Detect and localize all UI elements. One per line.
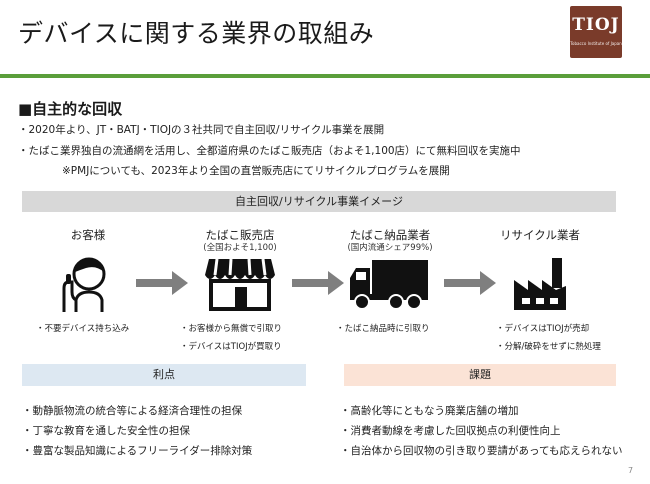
page-number: 7 <box>628 466 634 475</box>
flow-subtitle-delivery: (国内流通シェア99%) <box>347 243 433 253</box>
bullet-3-note: ※PMJについても、2023年より全国の直営販売店にてリサイクルプログラムを展開 <box>62 165 450 177</box>
bullet-1: ・2020年より、JT・BATJ・TIOJの３社共同で自主回収/リサイクル事業を… <box>18 124 385 136</box>
merit-item-1: ・動静脈物流の統合等による経済合理性の担保 <box>22 405 243 417</box>
flow-note-shop-1: ・お客様から無償で引取り <box>180 324 283 334</box>
issue-item-2: ・消費者動線を考慮した回収拠点の利便性向上 <box>340 425 561 437</box>
factory-icon <box>512 256 568 312</box>
flow-title-customer: お客様 <box>70 228 106 242</box>
flow-title-delivery: たばこ納品業者 <box>349 228 431 242</box>
flow-subtitle-shop: (全国およそ1,100) <box>203 243 277 253</box>
tioj-logo: TIOJ Tobacco Institute of Japan <box>570 6 622 58</box>
flow-title-shop: たばこ販売店 <box>205 228 275 242</box>
flow-title-recycler: リサイクル業者 <box>500 228 580 242</box>
shop-icon <box>205 255 275 311</box>
arrow-right-icon <box>292 271 344 295</box>
page-title: デバイスに関する業界の取組み <box>18 19 375 48</box>
issue-item-1: ・高齢化等にともなう廃業店舗の増加 <box>340 405 519 417</box>
issue-item-3: ・自治体から回収物の引き取り要請があっても応えられない <box>340 445 623 457</box>
accent-bar <box>0 74 650 78</box>
flow-note-customer-1: ・不要デバイス持ち込み <box>36 324 130 334</box>
arrow-right-icon <box>444 271 496 295</box>
section-heading: ■自主的な回収 <box>18 100 123 118</box>
customer-icon <box>56 252 116 314</box>
issues-label: 課題 <box>344 364 616 386</box>
merits-label: 利点 <box>22 364 306 386</box>
bullet-2: ・たばこ業界独自の流通網を活用し、全都道府県のたばこ販売店（およそ1,100店）… <box>18 145 521 157</box>
logo-subtitle: Tobacco Institute of Japan <box>570 41 622 46</box>
flow-note-shop-2: ・デバイスはTIOJが買取り <box>180 342 282 352</box>
arrow-right-icon <box>136 271 188 295</box>
logo-mark: TIOJ <box>572 15 620 35</box>
merit-item-3: ・豊富な製品知識によるフリーライダー排除対策 <box>22 445 253 457</box>
flow-note-recycler-2: ・分解/破砕をせずに熱処理 <box>496 342 601 352</box>
image-band: 自主回収/リサイクル事業イメージ <box>22 191 616 212</box>
merit-item-2: ・丁寧な教育を通した安全性の担保 <box>22 425 190 437</box>
flow-note-recycler-1: ・デバイスはTIOJが売却 <box>496 324 590 334</box>
flow-note-delivery-1: ・たばこ納品時に引取り <box>336 324 430 334</box>
truck-icon <box>348 258 428 310</box>
